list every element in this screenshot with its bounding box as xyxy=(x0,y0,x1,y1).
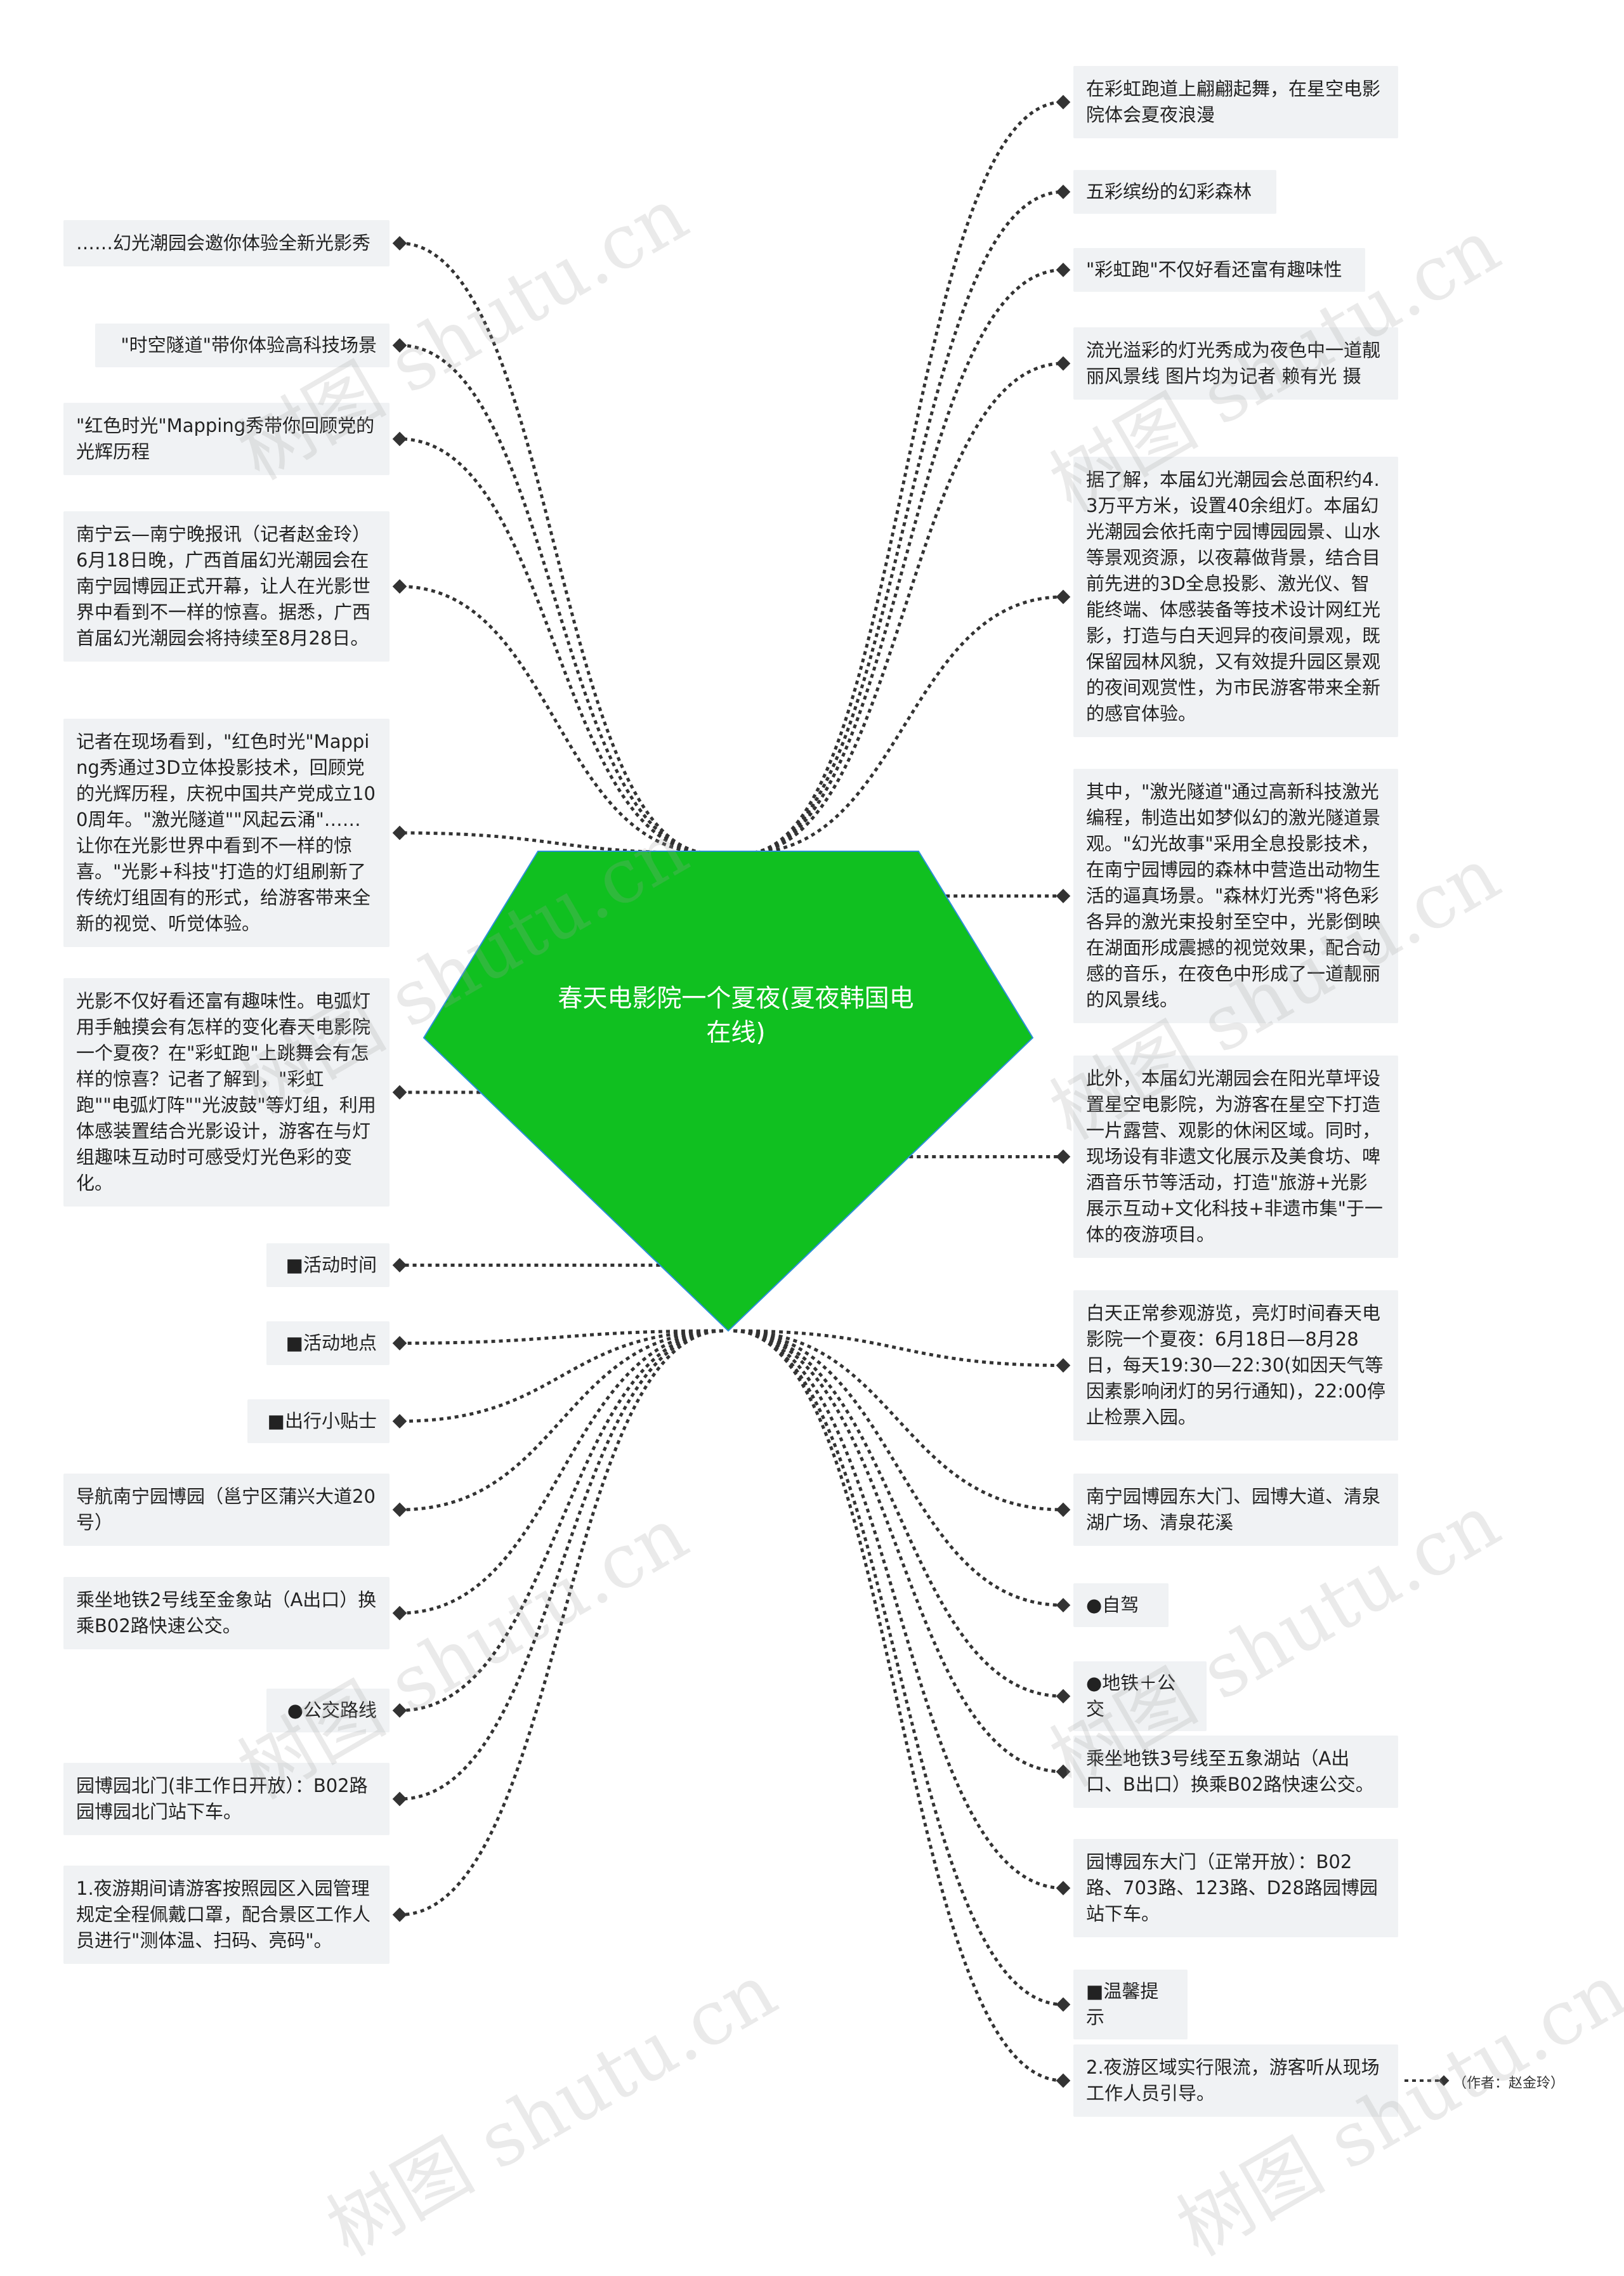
connector-line xyxy=(745,362,1064,855)
connector-line xyxy=(733,1329,1064,1512)
right-node-metro-line3: 乘坐地铁3号线至五象湖站（A出口、B出口）换乘B02路快速公交。 xyxy=(1073,1736,1398,1808)
connector-line xyxy=(399,1329,724,1512)
left-node-light-show: ……幻光潮园会邀你体验全新光影秀 xyxy=(63,220,390,266)
right-node-rainbow-run: "彩虹跑"不仅好看还富有趣味性 xyxy=(1073,248,1365,292)
connector-dot xyxy=(392,1703,407,1718)
right-node-opening-hours: 白天正常参观游览，亮灯时间春天电影院一个夏夜：6月18日—8月28日，每天19:… xyxy=(1073,1290,1398,1441)
connector-dot xyxy=(1056,1502,1071,1517)
connector-line xyxy=(745,100,1064,855)
right-node-reminder-2: 2.夜游区域实行限流，游客听从现场工作人员引导。 xyxy=(1073,2044,1398,2117)
connector-dot xyxy=(392,1791,407,1807)
right-node-overview: 据了解，本届幻光潮园会总面积约4.3万平方米，设置40余组灯。本届幻光潮园会依托… xyxy=(1073,457,1398,737)
connector-dot xyxy=(392,1606,407,1621)
author-note: （作者：赵金玲） xyxy=(1453,2076,1565,2091)
connector-line xyxy=(399,1329,724,1916)
left-node-bus-route: ●公交路线 xyxy=(266,1689,390,1732)
connector-line xyxy=(733,1329,1064,2006)
connector-line xyxy=(399,1329,724,1615)
connector-line xyxy=(733,1329,1064,1607)
connector-dot xyxy=(392,1336,407,1351)
connector-line xyxy=(733,1329,1064,1890)
connector-line xyxy=(733,1329,1064,2083)
connector-line xyxy=(733,1329,1064,1698)
connector-line xyxy=(399,1329,724,1801)
right-node-star-cinema: 此外，本届幻光潮园会在阳光草坪设置星空电影院，为游客在星空下打造一片露营、观影的… xyxy=(1073,1056,1398,1258)
connector-dot xyxy=(1056,589,1071,605)
connector-dot xyxy=(1056,1149,1071,1164)
connector-dot xyxy=(392,1414,407,1429)
connector-dot xyxy=(1056,1764,1071,1779)
connector-dot xyxy=(392,431,407,447)
right-node-east-gate: 园博园东大门（正常开放）：B02路、703路、123路、D28路园博园站下车。 xyxy=(1073,1839,1398,1937)
connector-line xyxy=(745,268,1064,855)
connector-dots xyxy=(392,95,1450,2088)
left-node-news-intro: 南宁云—南宁晚报讯（记者赵金玲）6月18日晚，广西首届幻光潮园会在南宁园博园正式… xyxy=(63,511,390,662)
connector-line xyxy=(399,585,711,855)
left-node-travel-tips: ■出行小贴士 xyxy=(247,1399,390,1443)
right-node-locations: 南宁园博园东大门、园博大道、清泉湖广场、清泉花溪 xyxy=(1073,1474,1398,1546)
connector-line xyxy=(399,1329,724,1423)
left-node-interactive-light: 光影不仅好看还富有趣味性。电弧灯用手触摸会有怎样的变化春天电影院一个夏夜？在"彩… xyxy=(63,978,390,1207)
left-node-north-gate: 园博园北门(非工作日开放）：B02路园博园北门站下车。 xyxy=(63,1763,390,1835)
right-node-warm-tips: ■温馨提示 xyxy=(1073,1970,1188,2039)
right-node-light-show-photo: 流光溢彩的灯光秀成为夜色中一道靓丽风景线 图片均为记者 赖有光 摄 xyxy=(1073,327,1398,400)
connector-line xyxy=(399,1329,724,1712)
connector-dot xyxy=(1056,1997,1071,2012)
connector-dot xyxy=(392,579,407,594)
connector-dot xyxy=(392,1502,407,1517)
connector-dot xyxy=(1056,356,1071,371)
left-node-navigation: 导航南宁园博园（邕宁区蒲兴大道20号） xyxy=(63,1474,390,1546)
left-node-metro-line2: 乘坐地铁2号线至金象站（A出口）换乘B02路快速公交。 xyxy=(63,1577,390,1649)
connector-dot xyxy=(1056,1689,1071,1704)
right-node-self-drive: ●自驾 xyxy=(1073,1583,1169,1627)
connector-dot xyxy=(1056,1358,1071,1373)
connector-dot xyxy=(392,1907,407,1922)
left-node-red-time: "红色时光"Mapping秀带你回顾党的光辉历程 xyxy=(63,403,390,475)
right-node-metro-bus: ●地铁＋公交 xyxy=(1073,1661,1207,1731)
connector-dot xyxy=(1056,263,1071,277)
right-node-rainbow-dance: 在彩虹跑道上翩翩起舞，在星空电影院体会夏夜浪漫 xyxy=(1073,66,1398,138)
center-diamond xyxy=(422,851,1034,1332)
connector-dot xyxy=(1056,185,1071,199)
connector-line xyxy=(399,437,711,855)
author-connector-dot xyxy=(1438,2075,1450,2086)
connector-dot xyxy=(392,236,407,251)
connector-line xyxy=(733,1329,1064,1774)
right-node-forest: 五彩缤纷的幻彩森林 xyxy=(1073,170,1276,214)
connector-line xyxy=(399,1329,724,1345)
center-topic: 春天电影院一个夏夜(夏夜韩国电在线) xyxy=(558,984,914,1047)
left-node-event-time: ■活动时间 xyxy=(266,1243,390,1287)
connector-line xyxy=(745,190,1064,855)
connector-canvas xyxy=(392,95,1450,2088)
connector-line xyxy=(399,242,711,855)
left-node-reminder-1: 1.夜游期间请游客按照园区入园管理规定全程佩戴口罩，配合景区工作人员进行"测体温… xyxy=(63,1866,390,1964)
connector-dot xyxy=(392,825,407,840)
connector-dot xyxy=(392,338,407,353)
right-node-laser-tunnel: 其中，"激光隧道"通过高新科技激光编程，制造出如梦似幻的激光隧道景观。"幻光故事… xyxy=(1073,769,1398,1023)
connector-dot xyxy=(392,1085,407,1100)
left-node-event-place: ■活动地点 xyxy=(266,1321,390,1365)
connector-dot xyxy=(1056,889,1071,903)
connector-line xyxy=(399,344,711,855)
connector-line xyxy=(733,1329,1064,1367)
connector-dot xyxy=(1056,1598,1071,1612)
left-node-reporter-scene: 记者在现场看到，"红色时光"Mapping秀通过3D立体投影技术，回顾党的光辉历… xyxy=(63,719,390,947)
connector-dot xyxy=(392,1258,407,1272)
left-node-time-tunnel: "时空隧道"带你体验高科技场景 xyxy=(95,324,390,367)
connector-line xyxy=(745,595,1064,855)
connector-dot xyxy=(1056,95,1071,110)
connector-dot xyxy=(1056,2073,1071,2088)
connector-lines xyxy=(399,100,1444,2083)
connector-dot xyxy=(1056,1881,1071,1895)
